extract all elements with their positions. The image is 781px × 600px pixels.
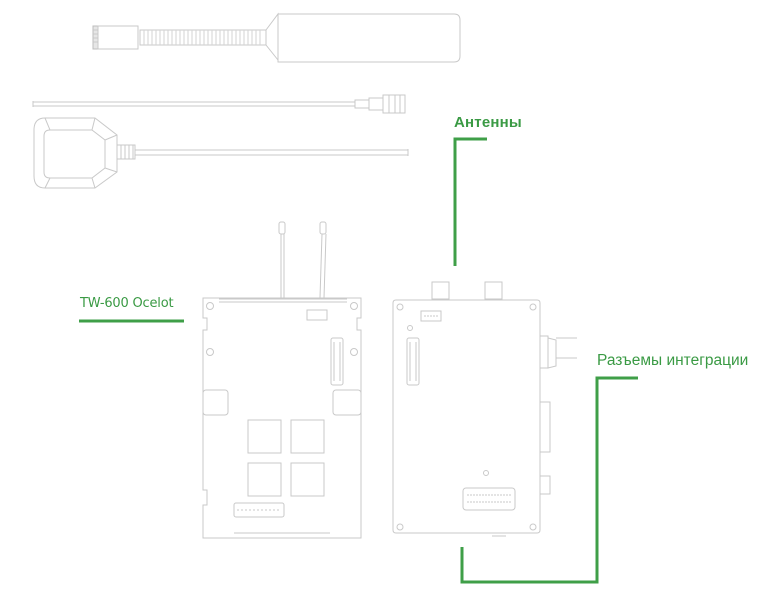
module-board-back-drawing <box>392 281 577 537</box>
antennas-callout-label: Антенны <box>454 114 522 131</box>
integration-connectors-callout-label: Разъемы интеграции <box>597 352 749 369</box>
model-callout-label: TW-600 Ocelot <box>80 296 174 311</box>
pigtail-cable-drawing <box>32 94 406 114</box>
gps-antenna-drawing <box>33 117 409 189</box>
stick-antenna-drawing <box>92 12 461 63</box>
integration-callout-line <box>460 376 638 584</box>
module-board-front-drawing <box>202 221 362 539</box>
antennas-callout-line <box>453 137 487 266</box>
